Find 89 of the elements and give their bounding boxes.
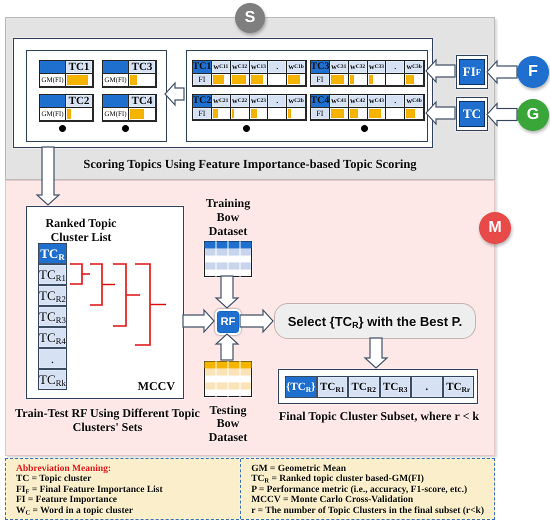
block-arrow: [182, 308, 215, 334]
metric-label: FI: [193, 108, 212, 120]
abbreviation-line: FI = Feature Importance: [16, 495, 118, 506]
block-arrow: [425, 100, 456, 126]
section-badge: [235, 3, 265, 33]
block-arrow: [164, 81, 185, 107]
block-arrow: [486, 59, 518, 85]
score-table: [39, 60, 94, 88]
cluster-label: TC$_{R1}$: [39, 266, 66, 282]
badge-letter: M: [488, 219, 502, 237]
section-caption: Final Topic Cluster Subset, where r < k: [278, 410, 480, 424]
cluster-label: TC$_{R4}$: [39, 330, 66, 346]
metric-label: FI: [311, 74, 330, 86]
block-arrow: [214, 333, 240, 361]
model-label: RF: [220, 316, 236, 328]
score-table: [102, 94, 157, 122]
cluster-cell: [380, 376, 411, 398]
block-arrow: [35, 146, 61, 206]
badge-letter: F: [528, 63, 538, 81]
cluster-label: TC$_{R3}$: [383, 381, 408, 393]
score-table: [102, 60, 157, 88]
cluster-label: TC$_{R2}$: [39, 288, 66, 304]
block-arrow: [363, 337, 389, 369]
cluster-cell: [442, 376, 474, 398]
cluster-label: TC$_{R2}$: [352, 381, 376, 393]
cluster-label: TC$_{R}$: [40, 246, 65, 262]
cluster-label: .: [50, 350, 54, 366]
cluster-label: TC$_{Rr}$: [446, 381, 470, 393]
abbreviation-line: P = Performance metric (i.e., accuracy, F1-score, etc.): [251, 484, 468, 495]
word-label: .: [268, 95, 288, 108]
section-caption: Train-Test RF Using Different Topic Clusters' Sets: [15, 407, 200, 435]
abbreviation-line: FI$_{F}$ = Final Feature Importance List: [16, 484, 164, 496]
cluster-label: TC3: [129, 61, 156, 74]
cluster-label: TC3: [311, 61, 330, 74]
word-table: [310, 94, 425, 121]
model-box: [215, 309, 241, 335]
abbreviation-line: W$_{C}$ = Word in a topic cluster: [16, 506, 134, 516]
abbreviation-line: GM = Geometric Mean: [251, 464, 348, 474]
cluster-label: {TC$_{R}$}: [286, 381, 316, 393]
block-arrow: [239, 308, 274, 334]
method-label: MCCV: [138, 380, 175, 394]
container-box: [13, 38, 433, 148]
cluster-cell: [38, 348, 67, 369]
cluster-label: TC4: [129, 95, 156, 108]
abbreviation-heading: Abbreviation Meaning:: [16, 464, 112, 474]
section-title: Scoring Topics Using Feature Importance-based Topic Scoring: [82, 157, 418, 172]
container-box: [186, 50, 428, 142]
word-table: [310, 60, 425, 87]
container-box: [26, 50, 167, 142]
word-label: .: [386, 95, 406, 108]
cluster-label: .: [425, 381, 428, 393]
cluster-cell: [285, 376, 316, 398]
cluster-label: TC1: [66, 61, 93, 74]
cluster-cell: [411, 376, 442, 398]
abbreviation-line: MCCV = Monte Carlo Cross-Validation: [251, 495, 414, 506]
cluster-label: TC$_{Rk}$: [39, 372, 66, 388]
word-table: [192, 94, 307, 121]
cluster-cell: [316, 376, 348, 398]
score-table: [39, 94, 94, 122]
block-arrow: [486, 102, 518, 128]
block-arrow: [214, 275, 240, 309]
metric-label: FI: [193, 74, 212, 86]
cluster-label: TC2: [66, 95, 93, 108]
badge-letter: S: [244, 9, 256, 27]
abbreviation-line: r = The number of Topic Clusters in the final subset (r<k): [251, 506, 484, 516]
cluster-label: TC2: [193, 95, 212, 108]
abbreviation-box: [5, 458, 495, 520]
input-label: TC: [459, 101, 485, 127]
section-badge: [479, 212, 511, 244]
badge-letter: G: [526, 106, 540, 124]
section-badge: [517, 56, 549, 88]
selection-text: Select {TC$_{R}$} with the Best P.: [288, 314, 462, 328]
selection-box: [274, 303, 476, 339]
block-arrow: [425, 58, 456, 84]
dataset-label: Training Bow Dataset: [204, 197, 252, 238]
cluster-label: TC4: [311, 95, 330, 108]
word-table: [192, 60, 307, 87]
abbreviation-line: TC$_{R}$ = Ranked topic cluster based-GM(FI): [251, 474, 425, 485]
cluster-label: TC1: [193, 61, 212, 74]
cluster-label: TC$_{R1}$: [320, 381, 344, 393]
word-label: .: [386, 61, 406, 74]
dataset-label: Testing Bow Dataset: [208, 404, 248, 445]
abbreviation-line: TC = Topic cluster: [16, 474, 92, 485]
cluster-cell: [348, 376, 380, 398]
metric-label: FI: [311, 108, 330, 120]
list-title: Ranked Topic Cluster List: [44, 217, 118, 245]
word-label: .: [268, 61, 288, 74]
cluster-label: TC$_{R3}$: [39, 308, 66, 324]
section-badge: [517, 99, 549, 131]
